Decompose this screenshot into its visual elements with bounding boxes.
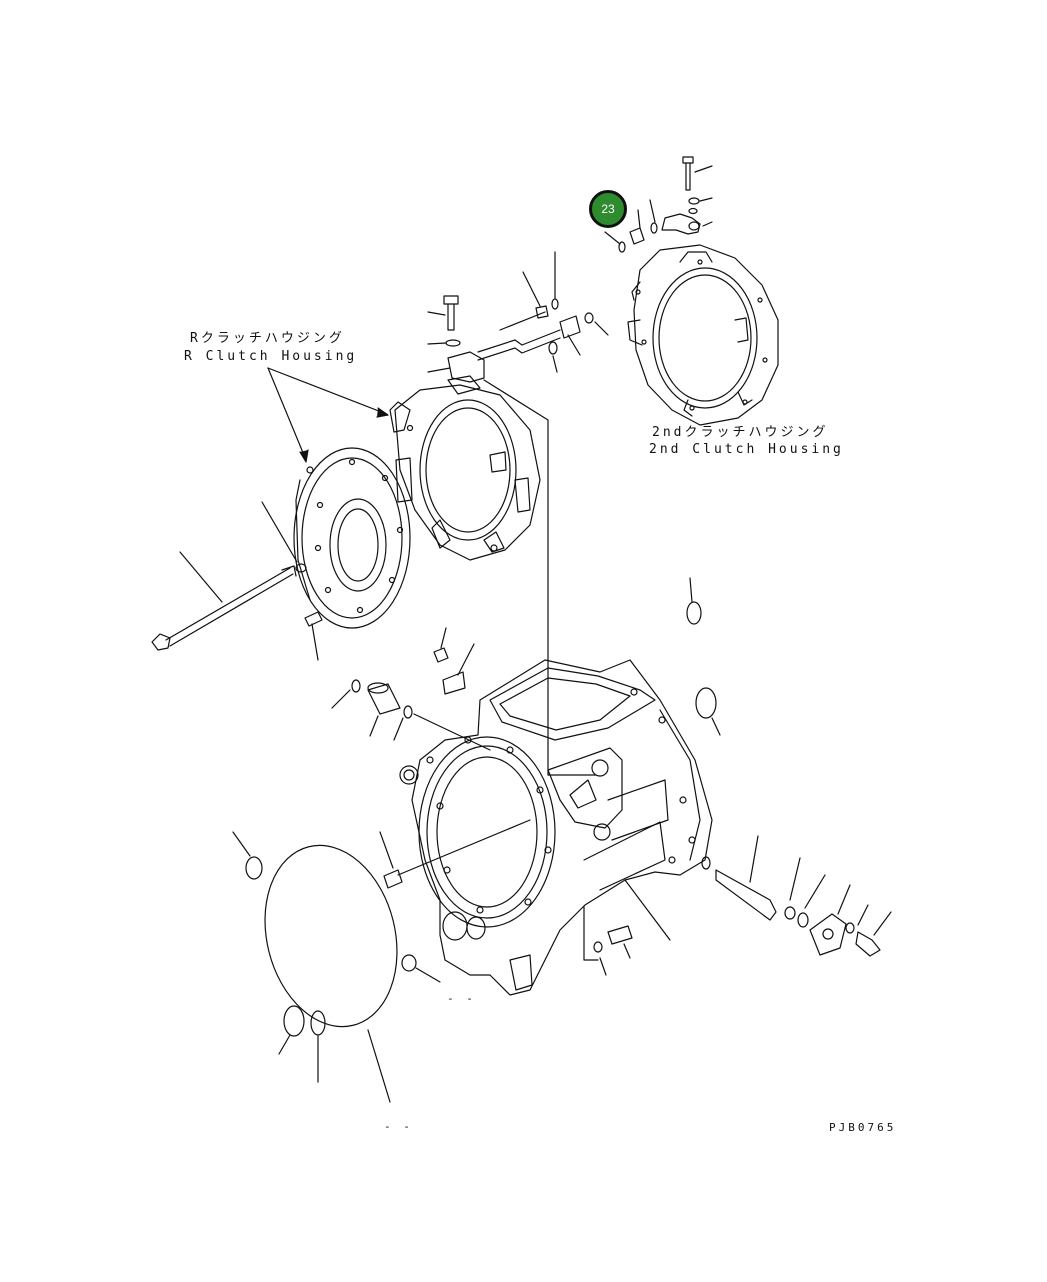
dash-mark-bottom: - - <box>384 1120 413 1133</box>
transmission-case-part <box>399 659 713 996</box>
part-callout-23[interactable]: 23 <box>589 190 627 228</box>
r-clutch-fittings <box>427 251 609 383</box>
second-clutch-fittings <box>604 156 713 253</box>
gasket-and-orings <box>232 831 441 1103</box>
tie-rod <box>151 501 323 661</box>
r-clutch-housing-ring <box>293 447 411 629</box>
r-clutch-label-jp: Rクラッチハウジング <box>190 331 345 346</box>
r-clutch-housing-part <box>389 375 541 561</box>
r-clutch-label-en: R Clutch Housing <box>184 349 358 364</box>
second-clutch-label-en: 2nd Clutch Housing <box>649 442 844 457</box>
case-small-parts <box>331 577 892 976</box>
drawing-code: PJB0765 <box>829 1121 897 1134</box>
second-clutch-housing-part <box>627 244 779 426</box>
second-clutch-label-jp: 2ndクラッチハウジング <box>652 425 829 440</box>
assembly-guide-lines <box>483 379 597 776</box>
dash-mark-middle: - - <box>447 992 476 1005</box>
r-clutch-leader-lines <box>267 367 389 463</box>
